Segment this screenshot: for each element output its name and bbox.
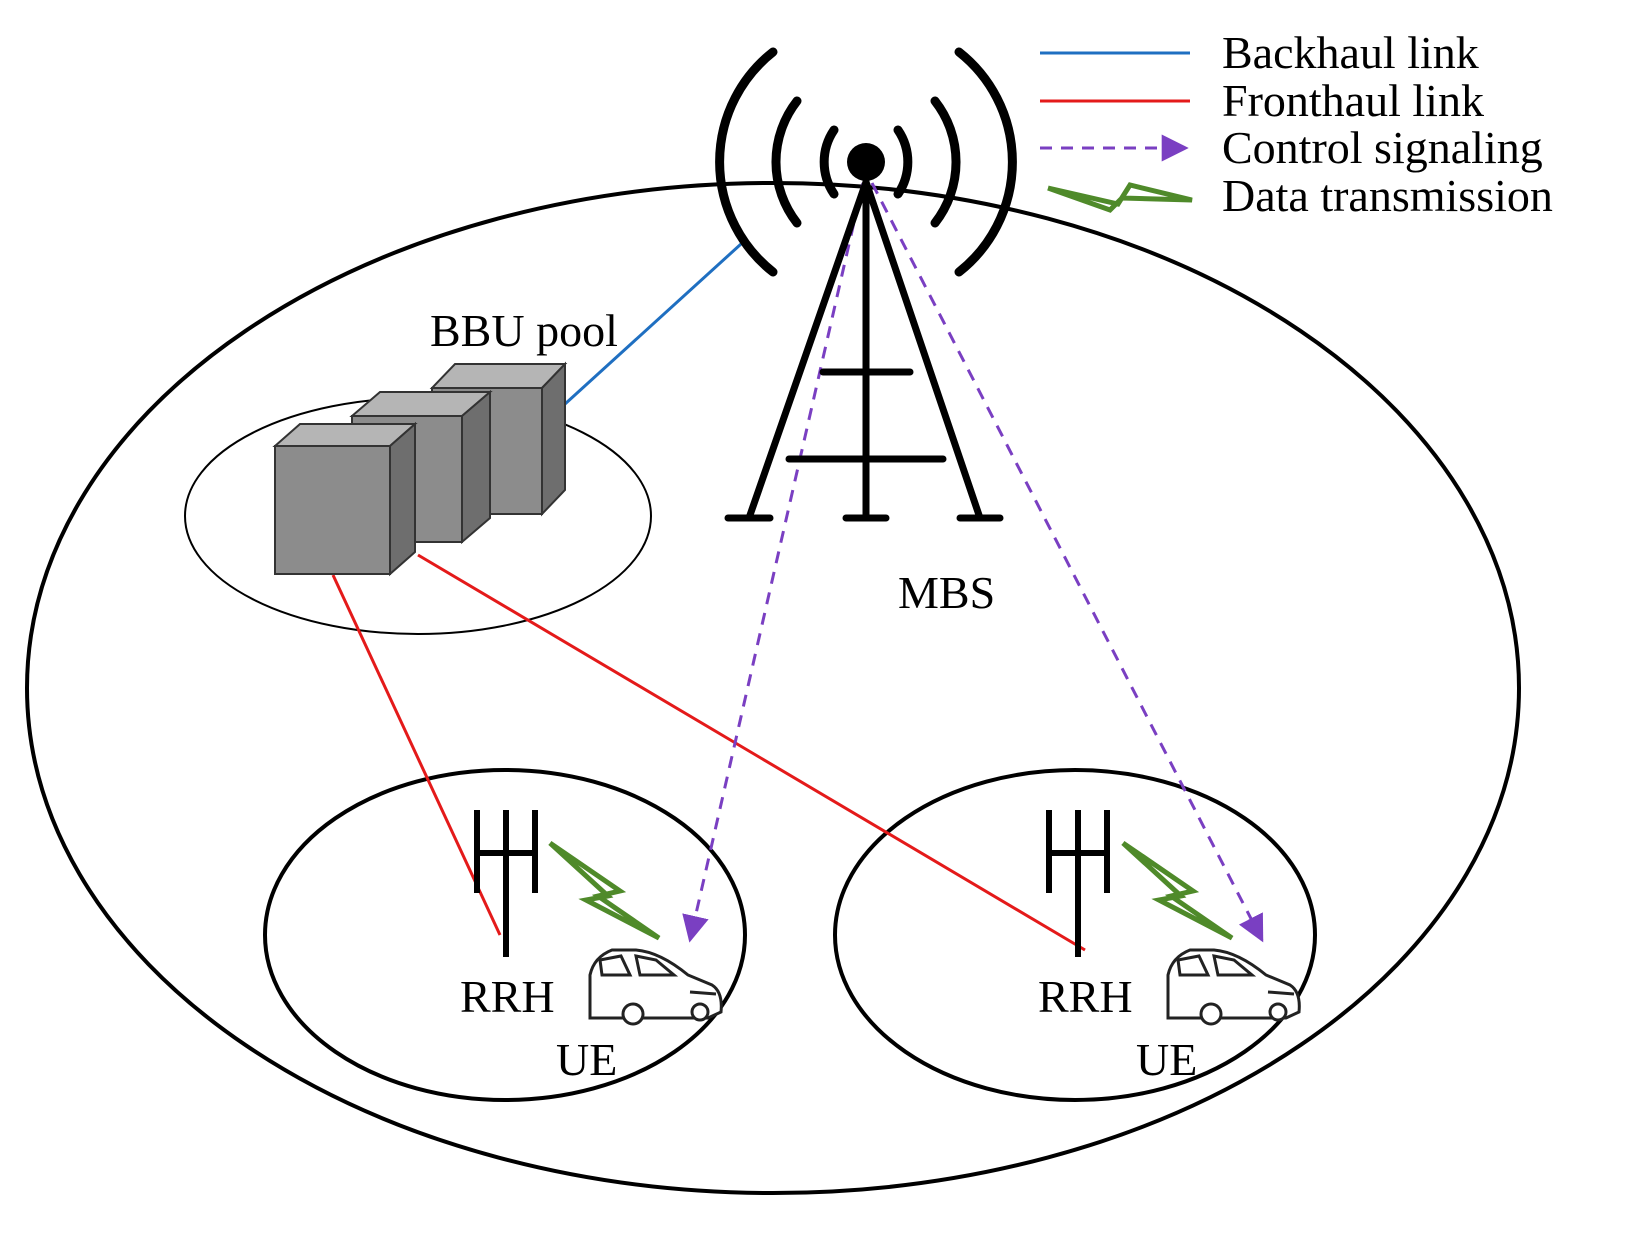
- small-cell-right-boundary: [833, 768, 1317, 1102]
- tower-icon: [715, 47, 1017, 522]
- radio-wave-inner-left: [819, 125, 839, 199]
- data-bolt-left: [548, 840, 661, 941]
- radio-wave-outer-left: [715, 47, 778, 277]
- ue-car-left: [588, 948, 723, 1026]
- backhaul-link: [563, 242, 743, 406]
- legend-fronthaul: Fronthaul link: [1040, 75, 1484, 126]
- macro-cell-boundary: [25, 181, 1521, 1195]
- bbu-pool-label: BBU pool: [430, 305, 618, 356]
- rrh-antenna-left: [474, 810, 538, 957]
- car-icon: [588, 948, 1301, 1026]
- legend: Backhaul link Fronthaul link Control sig…: [1040, 27, 1553, 221]
- radio-wave-middle-right: [930, 96, 961, 228]
- legend-label-fronthaul: Fronthaul link: [1222, 75, 1484, 126]
- ue-left-label: UE: [556, 1034, 617, 1085]
- antenna-icon: [474, 810, 1110, 957]
- radio-wave-middle-left: [771, 96, 802, 228]
- legend-control: Control signaling: [1040, 122, 1543, 173]
- radio-wave-inner-right: [893, 125, 913, 199]
- data-bolt-right: [1121, 840, 1234, 941]
- legend-backhaul: Backhaul link: [1040, 27, 1479, 78]
- lightning-icon: [548, 840, 1234, 941]
- rrh-left-label: RRH: [460, 971, 555, 1022]
- ue-right-label: UE: [1136, 1034, 1197, 1085]
- fronthaul-link-left: [331, 574, 502, 936]
- control-signaling-right: [870, 182, 1264, 943]
- mbs-label: MBS: [898, 567, 995, 618]
- legend-swatch-data: [1047, 182, 1193, 213]
- legend-label-data: Data transmission: [1222, 170, 1553, 221]
- small-cell-left-boundary: [263, 768, 747, 1102]
- ue-car-right: [1166, 948, 1301, 1026]
- legend-label-backhaul: Backhaul link: [1222, 27, 1479, 78]
- rrh-right-label: RRH: [1038, 971, 1133, 1022]
- legend-label-control: Control signaling: [1222, 122, 1543, 173]
- server-icon: [272, 361, 568, 577]
- control-signaling-left: [682, 182, 865, 943]
- radio-wave-outer-right: [954, 47, 1017, 277]
- fronthaul-link-right: [417, 553, 1086, 952]
- rrh-antenna-right: [1046, 810, 1110, 957]
- legend-data: Data transmission: [1047, 170, 1553, 221]
- bbu-server-front: [272, 421, 418, 577]
